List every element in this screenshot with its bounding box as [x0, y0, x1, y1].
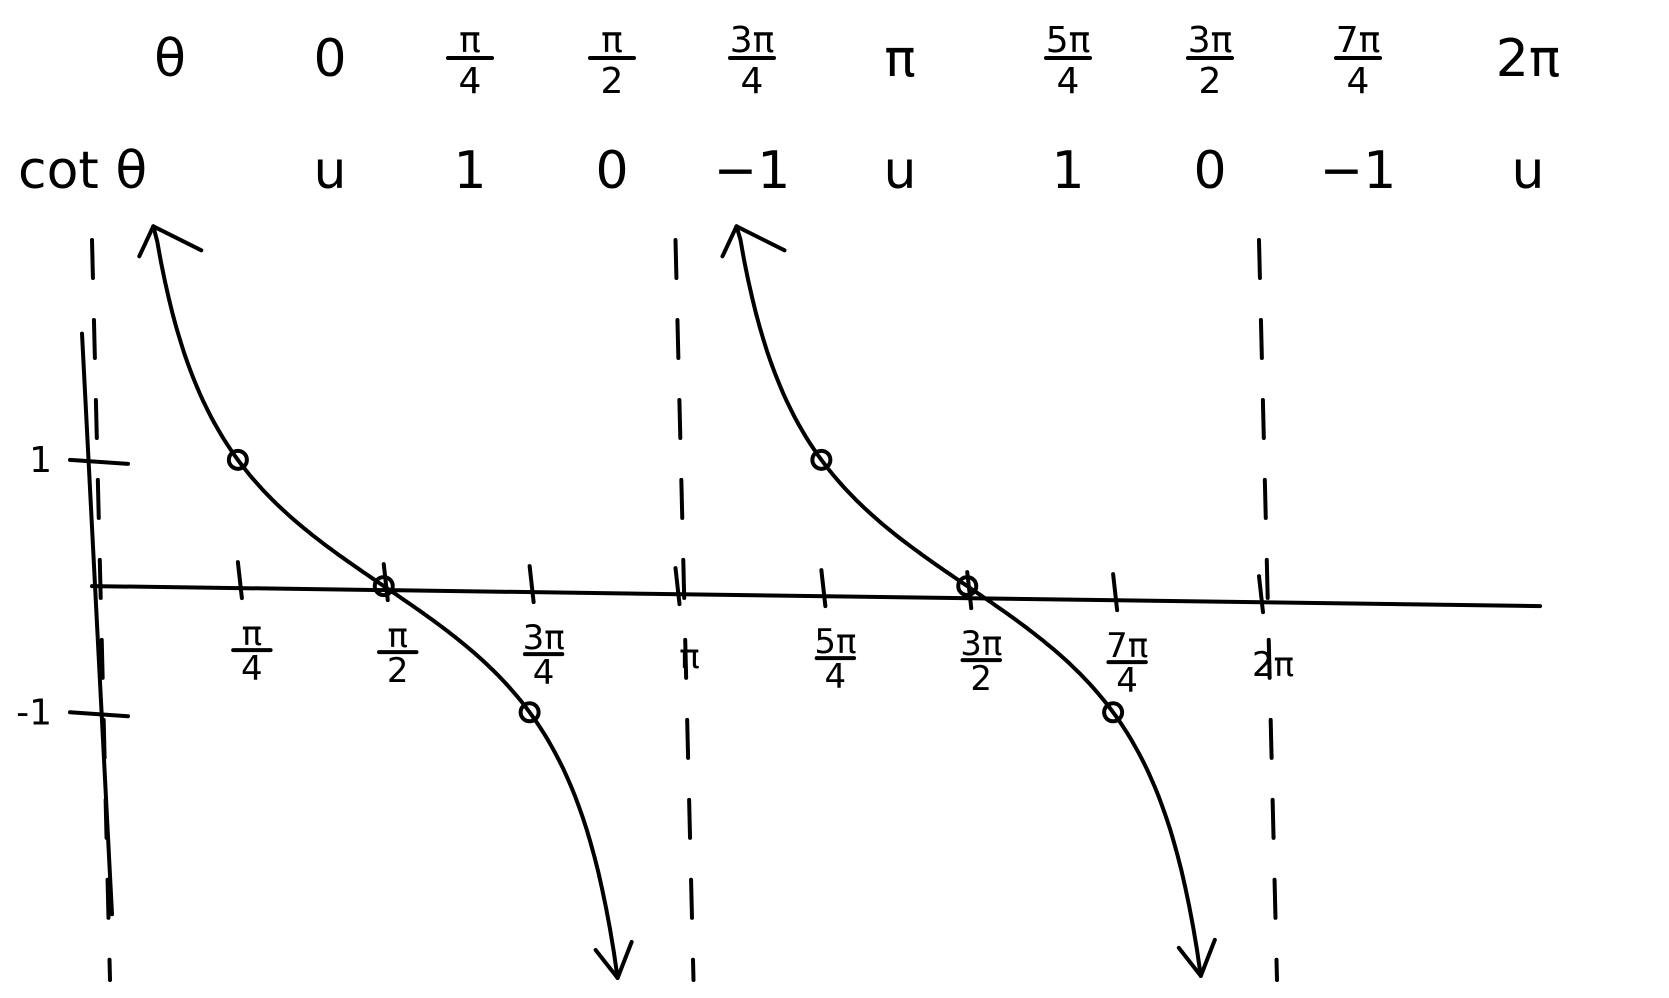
- table-header-6-numerator: 3π: [1188, 20, 1233, 61]
- point-1: [372, 575, 395, 598]
- x-tick-label-4-numerator: 5π: [814, 622, 856, 662]
- table-header-5-numerator: 5π: [1046, 20, 1091, 61]
- table-header-2-numerator: π: [601, 20, 623, 61]
- x-tick-label-3-label: π: [679, 637, 699, 677]
- table-header-3-numerator: 3π: [730, 20, 775, 61]
- x-tick-label-0-denominator: 4: [241, 649, 263, 689]
- x-tick-label-1-fraction: π2: [377, 616, 419, 691]
- table-header-5-denominator: 4: [1057, 61, 1080, 102]
- y-tick-0: [68, 457, 130, 466]
- x-tick-label-7-label: 2π: [1252, 645, 1294, 685]
- arrow-down-0: [593, 939, 634, 980]
- arrow-up-0: [137, 224, 204, 259]
- table-header-5-fraction: 5π4: [1044, 20, 1092, 102]
- table-header-6-denominator: 2: [1199, 61, 1222, 102]
- point-3: [810, 448, 833, 471]
- point-5: [1102, 701, 1125, 724]
- table-header-1-numerator: π: [459, 20, 481, 61]
- x-tick-label-5-fraction: 3π2: [960, 624, 1002, 699]
- x-tick-label-3-fraction: π: [679, 637, 699, 677]
- y-axis: [80, 331, 114, 917]
- table-header-7-denominator: 4: [1347, 61, 1370, 102]
- point-4: [956, 575, 979, 598]
- table-value-8: u: [1512, 141, 1545, 201]
- asymptotes: [90, 238, 1279, 982]
- table-header-4-fraction: π: [884, 29, 915, 89]
- x-tick-label-0-fraction: π4: [231, 614, 273, 689]
- table-header-8-fraction: 2π: [1496, 29, 1560, 89]
- table-header-2-denominator: 2: [601, 61, 624, 102]
- x-tick-label-6-denominator: 4: [1116, 661, 1138, 701]
- table-header-0-fraction: 0: [313, 29, 346, 89]
- table-value-3: −1: [714, 141, 791, 201]
- x-tick-0: [235, 560, 244, 601]
- axes: 1 -1: [16, 331, 1542, 917]
- x-tick-label-0-numerator: π: [242, 614, 262, 654]
- arrow-down-1: [1176, 937, 1217, 978]
- x-tick-label-1-numerator: π: [388, 616, 408, 656]
- x-axis: [90, 584, 1542, 609]
- table-header-3-fraction: 3π4: [728, 20, 776, 102]
- point-0: [226, 448, 249, 471]
- y-tick-label-0: 1: [29, 440, 52, 481]
- x-tick-label-5-denominator: 2: [970, 659, 992, 699]
- table-header-4-label: π: [884, 29, 915, 89]
- table-header-3-denominator: 4: [741, 61, 764, 102]
- point-2: [518, 701, 541, 724]
- table-row-label-cot: cot θ: [18, 141, 147, 201]
- x-tick-4: [819, 568, 828, 609]
- table-value-4: u: [884, 141, 917, 201]
- x-tick-label-5-numerator: 3π: [960, 624, 1002, 664]
- table-header-0-label: 0: [313, 29, 346, 89]
- arrow-up-1: [720, 224, 787, 259]
- x-tick-label-2-numerator: 3π: [523, 618, 565, 658]
- table-value-0: u: [314, 141, 347, 201]
- plotted-points: [226, 448, 1125, 724]
- table-header-1-denominator: 4: [459, 61, 482, 102]
- x-tick-label-1-denominator: 2: [387, 651, 409, 691]
- asymptote-1: [673, 238, 696, 982]
- x-tick-3: [673, 566, 682, 607]
- table-header-7-fraction: 7π4: [1334, 20, 1382, 102]
- table-header-8-label: 2π: [1496, 29, 1560, 89]
- table-value-5: 1: [1051, 141, 1084, 201]
- x-tick-label-6-numerator: 7π: [1106, 626, 1148, 666]
- table-header-theta: θ: [154, 29, 186, 89]
- x-tick-label-2-fraction: 3π4: [523, 618, 565, 693]
- cot-branch-0: [151, 224, 620, 980]
- table-header-2-fraction: π2: [588, 20, 636, 102]
- table-value-7: −1: [1320, 141, 1397, 201]
- cot-branch-1: [734, 224, 1203, 978]
- table-header-7-numerator: 7π: [1336, 20, 1381, 61]
- table-header-1-fraction: π4: [446, 20, 494, 102]
- x-tick-label-7-fraction: 2π: [1252, 645, 1294, 685]
- x-tick-label-2-denominator: 4: [533, 653, 555, 693]
- table-value-6: 0: [1193, 141, 1226, 201]
- x-tick-2: [527, 564, 536, 605]
- x-tick-6: [1111, 572, 1120, 613]
- y-tick-1: [68, 710, 130, 719]
- table-value-1: 1: [453, 141, 486, 201]
- x-tick-label-6-fraction: 7π4: [1106, 626, 1148, 701]
- table-value-2: 0: [595, 141, 628, 201]
- cot-curves: [137, 224, 1217, 980]
- x-tick-7: [1256, 574, 1265, 615]
- table-header-6-fraction: 3π2: [1186, 20, 1234, 102]
- x-tick-label-4-fraction: 5π4: [814, 622, 856, 697]
- x-tick-label-4-denominator: 4: [825, 657, 847, 697]
- y-tick-label-1: -1: [16, 692, 52, 733]
